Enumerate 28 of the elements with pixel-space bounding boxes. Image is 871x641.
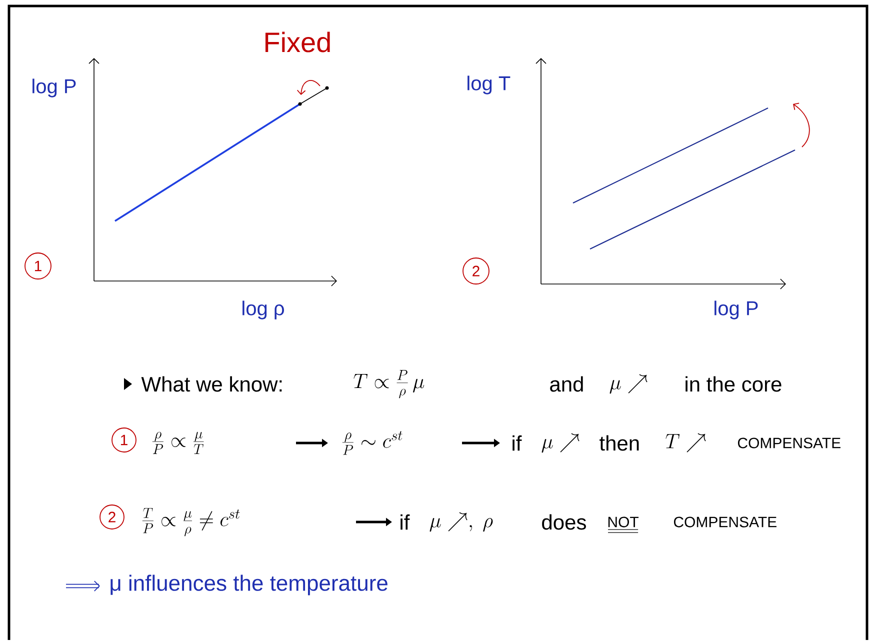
- conclusion-text: μ influences the temperature: [110, 574, 388, 596]
- step-number: 1: [112, 428, 136, 452]
- emphasis-text: NOT: [608, 516, 639, 533]
- formula: $\frac{\rho}{P} \sim c^{st}$: [342, 431, 402, 455]
- statement-text: What we know:: [141, 376, 282, 392]
- axis-label: log T: [468, 76, 510, 94]
- statement-text: and: [550, 376, 583, 392]
- formula: $T \propto \frac{P}{\rho}\,\mu$: [354, 370, 424, 398]
- statement-text: COMPENSATE: [738, 438, 840, 448]
- formula: $T \nearrow$: [666, 433, 706, 452]
- statement-text: if: [400, 514, 410, 530]
- formula: $\mu \nearrow ,\ \rho$: [430, 512, 493, 532]
- axis-label: log P: [714, 300, 758, 320]
- statement-text: then: [600, 435, 639, 451]
- axis-label: log ρ: [242, 300, 284, 320]
- statement-text: if: [512, 435, 522, 451]
- statement-text: in the core: [686, 376, 782, 392]
- axis-label: log P: [32, 78, 76, 98]
- step-number: 2: [100, 504, 124, 530]
- formula: $\mu \nearrow$: [610, 374, 648, 394]
- step-number: 1: [24, 252, 52, 280]
- formula: $\frac{T}{P} \propto \frac{\mu}{\rho} \neq c^{st}$: [142, 508, 240, 536]
- step-number: 2: [462, 258, 490, 284]
- statement-text: does: [542, 514, 586, 530]
- plot-title: Fixed: [266, 32, 330, 52]
- statement-text: COMPENSATE: [674, 516, 776, 528]
- formula: $\mu \nearrow$: [542, 433, 580, 453]
- formula: $\frac{\rho}{P} \propto \frac{\mu}{T}$: [152, 432, 204, 454]
